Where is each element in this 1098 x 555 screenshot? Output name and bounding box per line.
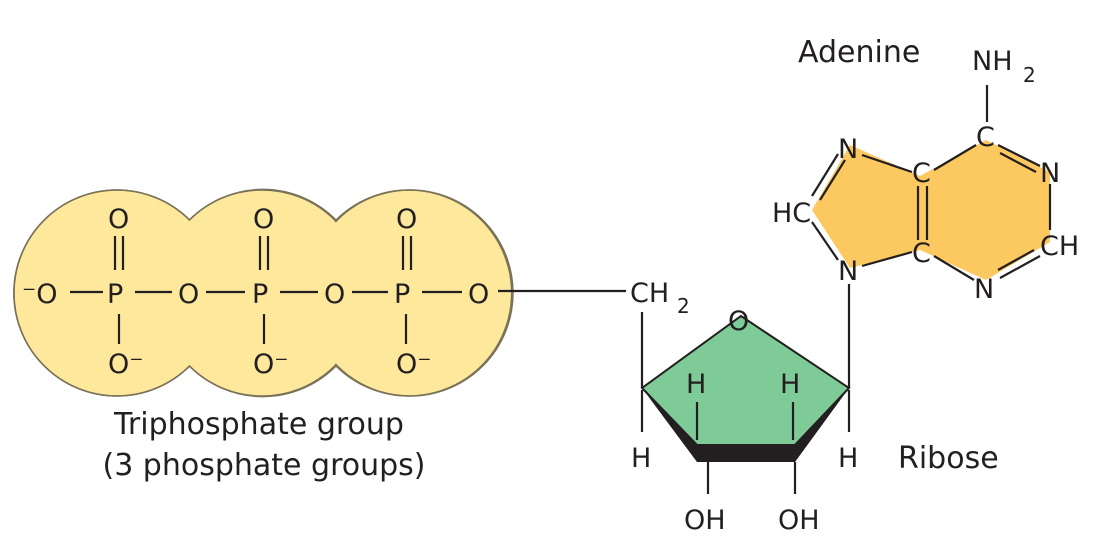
double-oxygen-2: O bbox=[253, 204, 274, 235]
adenine-hc8: HC bbox=[772, 198, 811, 229]
hydroxyl-1: OH bbox=[684, 505, 726, 536]
adenine-c6: C bbox=[976, 122, 995, 153]
ribose-front-edge bbox=[642, 388, 849, 462]
adenine-n9: N bbox=[838, 256, 858, 287]
ring-oxygen: O bbox=[728, 306, 749, 337]
adenine-base: NH 2 C N C N HC C CH N N bbox=[772, 46, 1079, 305]
bridging-oxygen-3: O bbox=[468, 279, 489, 310]
ch2-subscript: 2 bbox=[677, 294, 690, 318]
double-oxygen-3: O bbox=[396, 204, 417, 235]
o-minus-3: O⁻ bbox=[396, 349, 432, 380]
hydroxyl-2: OH bbox=[778, 505, 820, 536]
o-minus-2: O⁻ bbox=[253, 349, 289, 380]
adenine-n7: N bbox=[838, 134, 858, 165]
adenine-fill bbox=[812, 140, 1050, 280]
ribose-label: Ribose bbox=[898, 441, 999, 476]
triphosphate-sublabel: (3 phosphate groups) bbox=[102, 448, 425, 483]
adenine-c5: C bbox=[912, 158, 931, 189]
amine-subscript: 2 bbox=[1023, 63, 1036, 87]
ribose-h-right: H bbox=[838, 443, 858, 474]
triphosphate-label: Triphosphate group bbox=[113, 407, 404, 442]
ribose-sugar: CH 2 O H H H H OH OH bbox=[630, 278, 858, 536]
adenine-ch2: CH bbox=[1040, 231, 1079, 262]
bridging-oxygen-1: O bbox=[178, 279, 199, 310]
bridging-oxygen-2: O bbox=[324, 279, 345, 310]
o-minus-left: ⁻O bbox=[22, 279, 58, 310]
phosphorus-1: P bbox=[107, 279, 123, 310]
ribose-h-left: H bbox=[631, 443, 651, 474]
phosphorus-3: P bbox=[394, 279, 410, 310]
adenine-n1: N bbox=[1040, 158, 1060, 189]
adenine-c4: C bbox=[912, 238, 931, 269]
adenine-n3: N bbox=[974, 274, 994, 305]
adenine-label: Adenine bbox=[798, 35, 920, 70]
phosphorus-2: P bbox=[252, 279, 268, 310]
ring-h-1: H bbox=[686, 369, 706, 400]
o-minus-1: O⁻ bbox=[108, 349, 144, 380]
ch2-group: CH bbox=[630, 278, 669, 309]
double-oxygen-1: O bbox=[108, 204, 129, 235]
amine-nh: NH bbox=[972, 46, 1013, 77]
triphosphate-group: ⁻O P O P O P O O O O O⁻ O⁻ O⁻ bbox=[13, 188, 514, 398]
ring-h-2: H bbox=[780, 369, 800, 400]
